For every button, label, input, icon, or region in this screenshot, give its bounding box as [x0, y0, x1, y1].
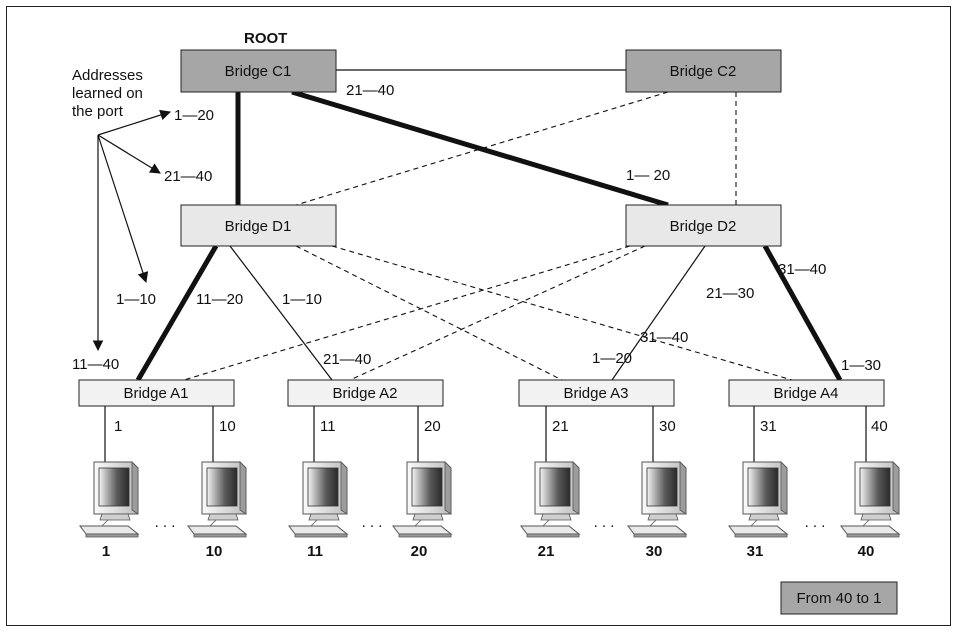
drop-port-30: 30 [659, 418, 676, 435]
range-arrow-11-40: 11—40 [72, 356, 119, 373]
range-arrow-1-20: 1—20 [174, 107, 214, 124]
range-d2-a3: 21—30 [706, 285, 754, 302]
bridge-a3-label: Bridge A3 [563, 385, 628, 402]
range-a3-top: 1—20 [592, 350, 632, 367]
range-d1-a2: 1—10 [282, 291, 322, 308]
range-d1-a1: 11—20 [196, 291, 243, 308]
arrow-to-21-40 [97, 134, 161, 174]
range-arrow-1-10: 1—10 [116, 291, 156, 308]
annotation-line-3: the port [72, 103, 124, 120]
port-range-labels: 21—40 1— 20 1—20 21—40 1—10 11—40 11—20 … [72, 82, 881, 374]
bridge-d1-label: Bridge D1 [225, 218, 292, 235]
ellipsis-a4: . . . [805, 514, 826, 531]
arrow-to-1-20 [97, 109, 172, 136]
bridge-a3-box [518, 379, 675, 407]
bridge-d1: Bridge D1 [180, 204, 337, 247]
bridge-a1-label: Bridge A1 [123, 385, 188, 402]
link-c2-d1-blocked [295, 91, 669, 206]
drop-port-31: 31 [760, 418, 777, 435]
host-21-label: 21 [538, 543, 555, 560]
link-c1-d2-active [291, 89, 669, 208]
link-d2-a3 [611, 245, 706, 381]
host-10-label: 10 [206, 543, 223, 560]
range-d2-top: 1— 20 [626, 167, 670, 184]
bridge-c2: Bridge C2 [625, 49, 782, 93]
links [104, 69, 867, 464]
link-d1-a1-active [135, 244, 219, 382]
ellipsis-a1: . . . [155, 514, 176, 531]
legend-label: From 40 to 1 [796, 590, 881, 607]
drop-port-40: 40 [871, 418, 888, 435]
host-31-label: 31 [747, 543, 764, 560]
bridge-a4: Bridge A4 [728, 379, 885, 407]
bridge-a2-label: Bridge A2 [332, 385, 397, 402]
root-label: ROOT [244, 30, 287, 47]
host-40-label: 40 [858, 543, 875, 560]
range-arrow-21-40: 21—40 [164, 168, 212, 185]
bridge-c2-box [625, 49, 782, 93]
drop-port-20: 20 [424, 418, 441, 435]
bridge-d2-box [625, 204, 782, 247]
range-a3-31-40: 31—40 [640, 329, 688, 346]
annotation-line-1: Addresses [72, 67, 143, 84]
bridge-a2-box [287, 379, 444, 407]
bridge-c1-label: Bridge C1 [225, 63, 292, 80]
host-1-label: 1 [102, 543, 110, 560]
host-30-label: 30 [646, 543, 663, 560]
bridge-c1-box [180, 49, 337, 93]
bridge-a1-box [78, 379, 235, 407]
range-a4-top: 1—30 [841, 357, 881, 374]
link-d2-a4-active [762, 244, 843, 382]
ellipsis-a3: . . . [594, 514, 615, 531]
drop-port-10: 10 [219, 418, 236, 435]
arrow-to-1-10 [97, 134, 149, 284]
link-d1-a2 [229, 245, 333, 381]
annotation-arrows [92, 109, 172, 352]
host-20-label: 20 [411, 543, 428, 560]
legend: From 40 to 1 [780, 581, 898, 615]
annotation-line-2: learned on [72, 85, 143, 102]
link-d1-a4-blocked [331, 245, 793, 381]
bridge-d2-label: Bridge D2 [670, 218, 737, 235]
link-d1-a3-blocked [295, 245, 563, 381]
bridge-d2: Bridge D2 [625, 204, 782, 247]
ellipsis-a2: . . . [362, 514, 383, 531]
bridge-c1: Bridge C1 [180, 49, 337, 93]
annotation-text: Addresses learned on the port [72, 67, 143, 120]
drop-port-labels: 1 10 11 20 21 30 31 40 [114, 418, 888, 435]
hosts: . . . . . . . . . . . . 1 10 11 20 21 30… [79, 461, 900, 560]
drop-port-1: 1 [114, 418, 122, 435]
diagram-frame [6, 6, 951, 626]
bridge-a2: Bridge A2 [287, 379, 444, 407]
bridge-d1-box [180, 204, 337, 247]
drop-port-21: 21 [552, 418, 569, 435]
bridge-a4-box [728, 379, 885, 407]
drop-port-11: 11 [320, 418, 336, 435]
bridge-a3: Bridge A3 [518, 379, 675, 407]
range-a2-top: 21—40 [323, 351, 371, 368]
link-d2-a2-blocked [349, 245, 646, 381]
bridge-a1: Bridge A1 [78, 379, 235, 407]
bridge-a4-label: Bridge A4 [773, 385, 838, 402]
legend-box [780, 581, 898, 615]
link-d2-a1-blocked [183, 245, 631, 381]
range-d2-a4: 31—40 [778, 261, 826, 278]
host-11-label: 11 [307, 543, 323, 560]
bridge-c2-label: Bridge C2 [670, 63, 737, 80]
range-c1-right: 21—40 [346, 82, 394, 99]
